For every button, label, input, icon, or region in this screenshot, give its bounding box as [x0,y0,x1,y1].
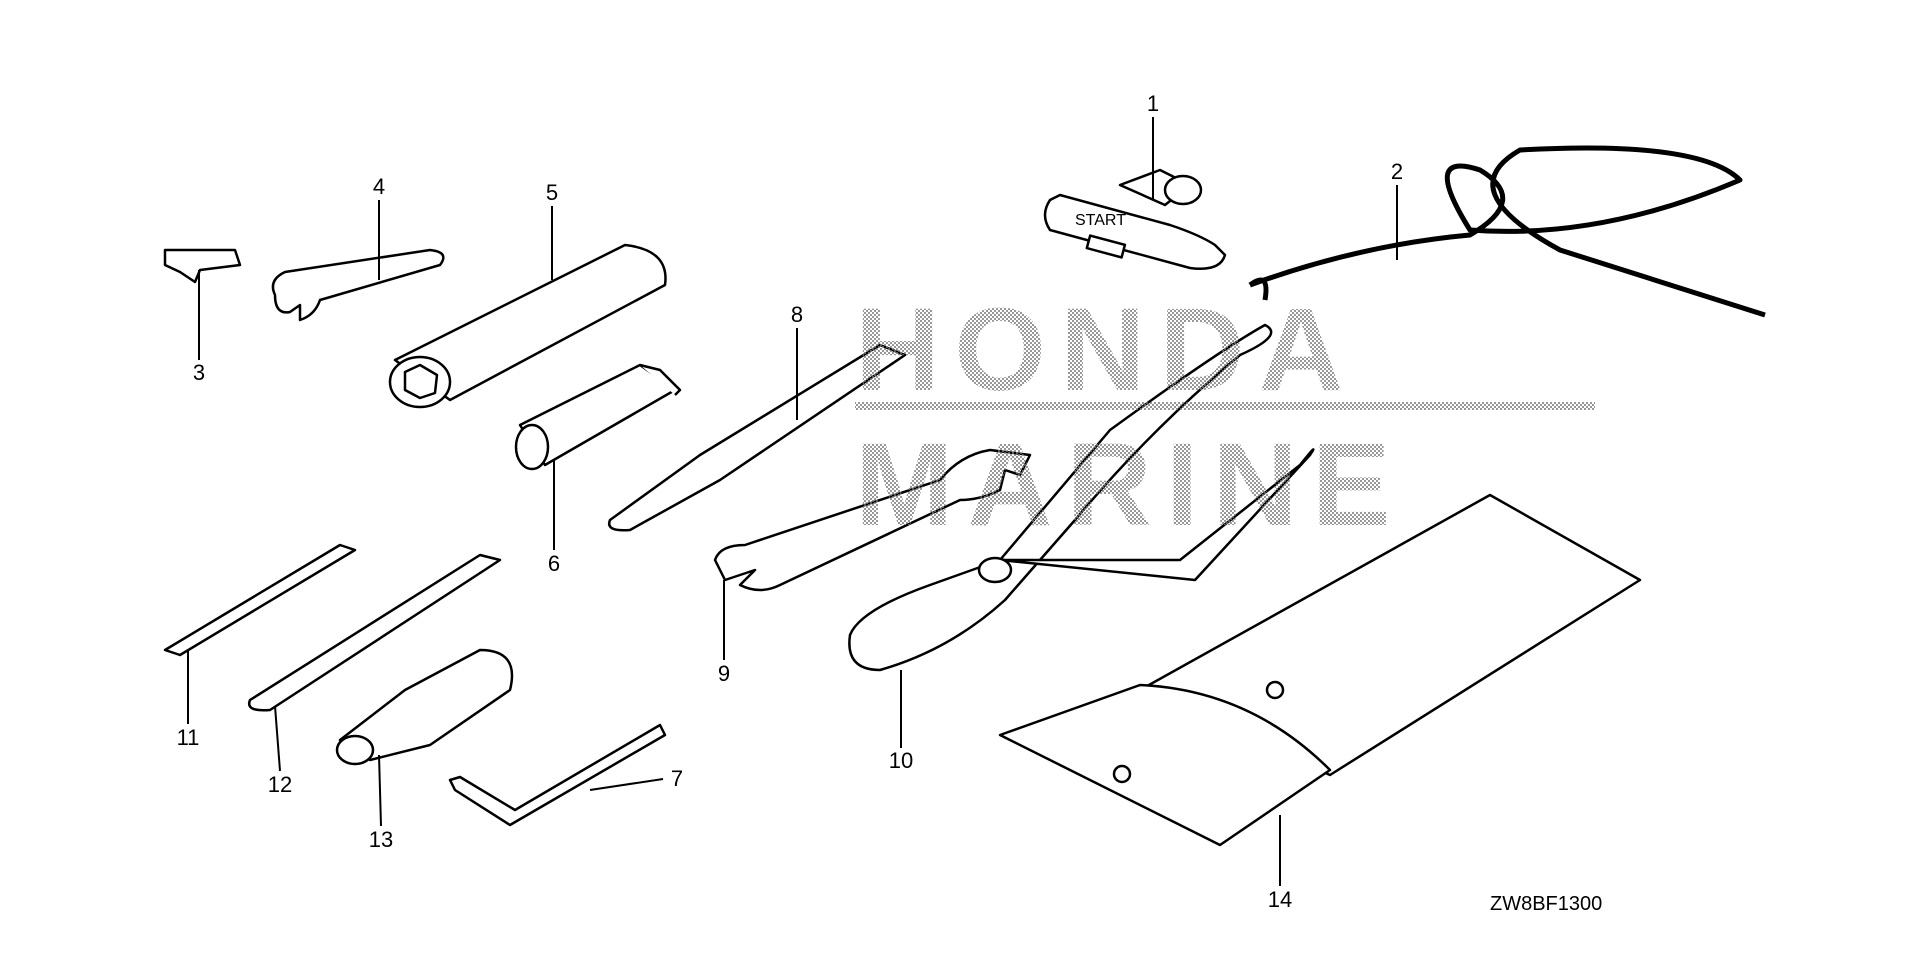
watermark-line1: HONDA [855,284,1358,416]
diagram-code: ZW8BF1300 [1490,893,1603,915]
watermark: HONDA MARINE [855,284,1595,551]
callout-3: 3 [192,360,206,385]
phillips-screwdriver-bit [163,543,357,657]
callout-14: 14 [1267,887,1293,912]
hex-key [448,723,667,827]
callout-8: 8 [790,302,804,327]
double-open-wrench [713,448,1032,592]
start-grip: START [1043,168,1227,270]
leader-lines [187,117,1398,886]
callout-9: 9 [717,661,731,686]
watermark-line2: MARINE [855,419,1404,551]
start-text: START [1075,212,1126,229]
callout-12: 12 [267,772,293,797]
screwdriver-handle [335,648,514,766]
callout-13: 13 [368,827,394,852]
callout-5: 5 [545,180,559,205]
callout-6: 6 [547,551,561,576]
starter-rope [1248,145,1766,318]
flat-screwdriver [607,343,907,532]
callout-10: 10 [888,748,914,773]
callout-4: 4 [372,174,386,199]
callout-1: 1 [1146,91,1160,116]
pliers [848,323,1315,672]
spark-plug-wrench [388,243,667,409]
callout-7: 7 [670,766,684,791]
flat-screwdriver-bit [247,553,502,712]
callout-11: 11 [176,725,200,750]
callout-2: 2 [1390,159,1404,184]
box-wrench [514,363,682,471]
tool-bag [998,493,1642,847]
open-wrench [271,248,445,322]
emergency-stop-clip [163,248,242,284]
